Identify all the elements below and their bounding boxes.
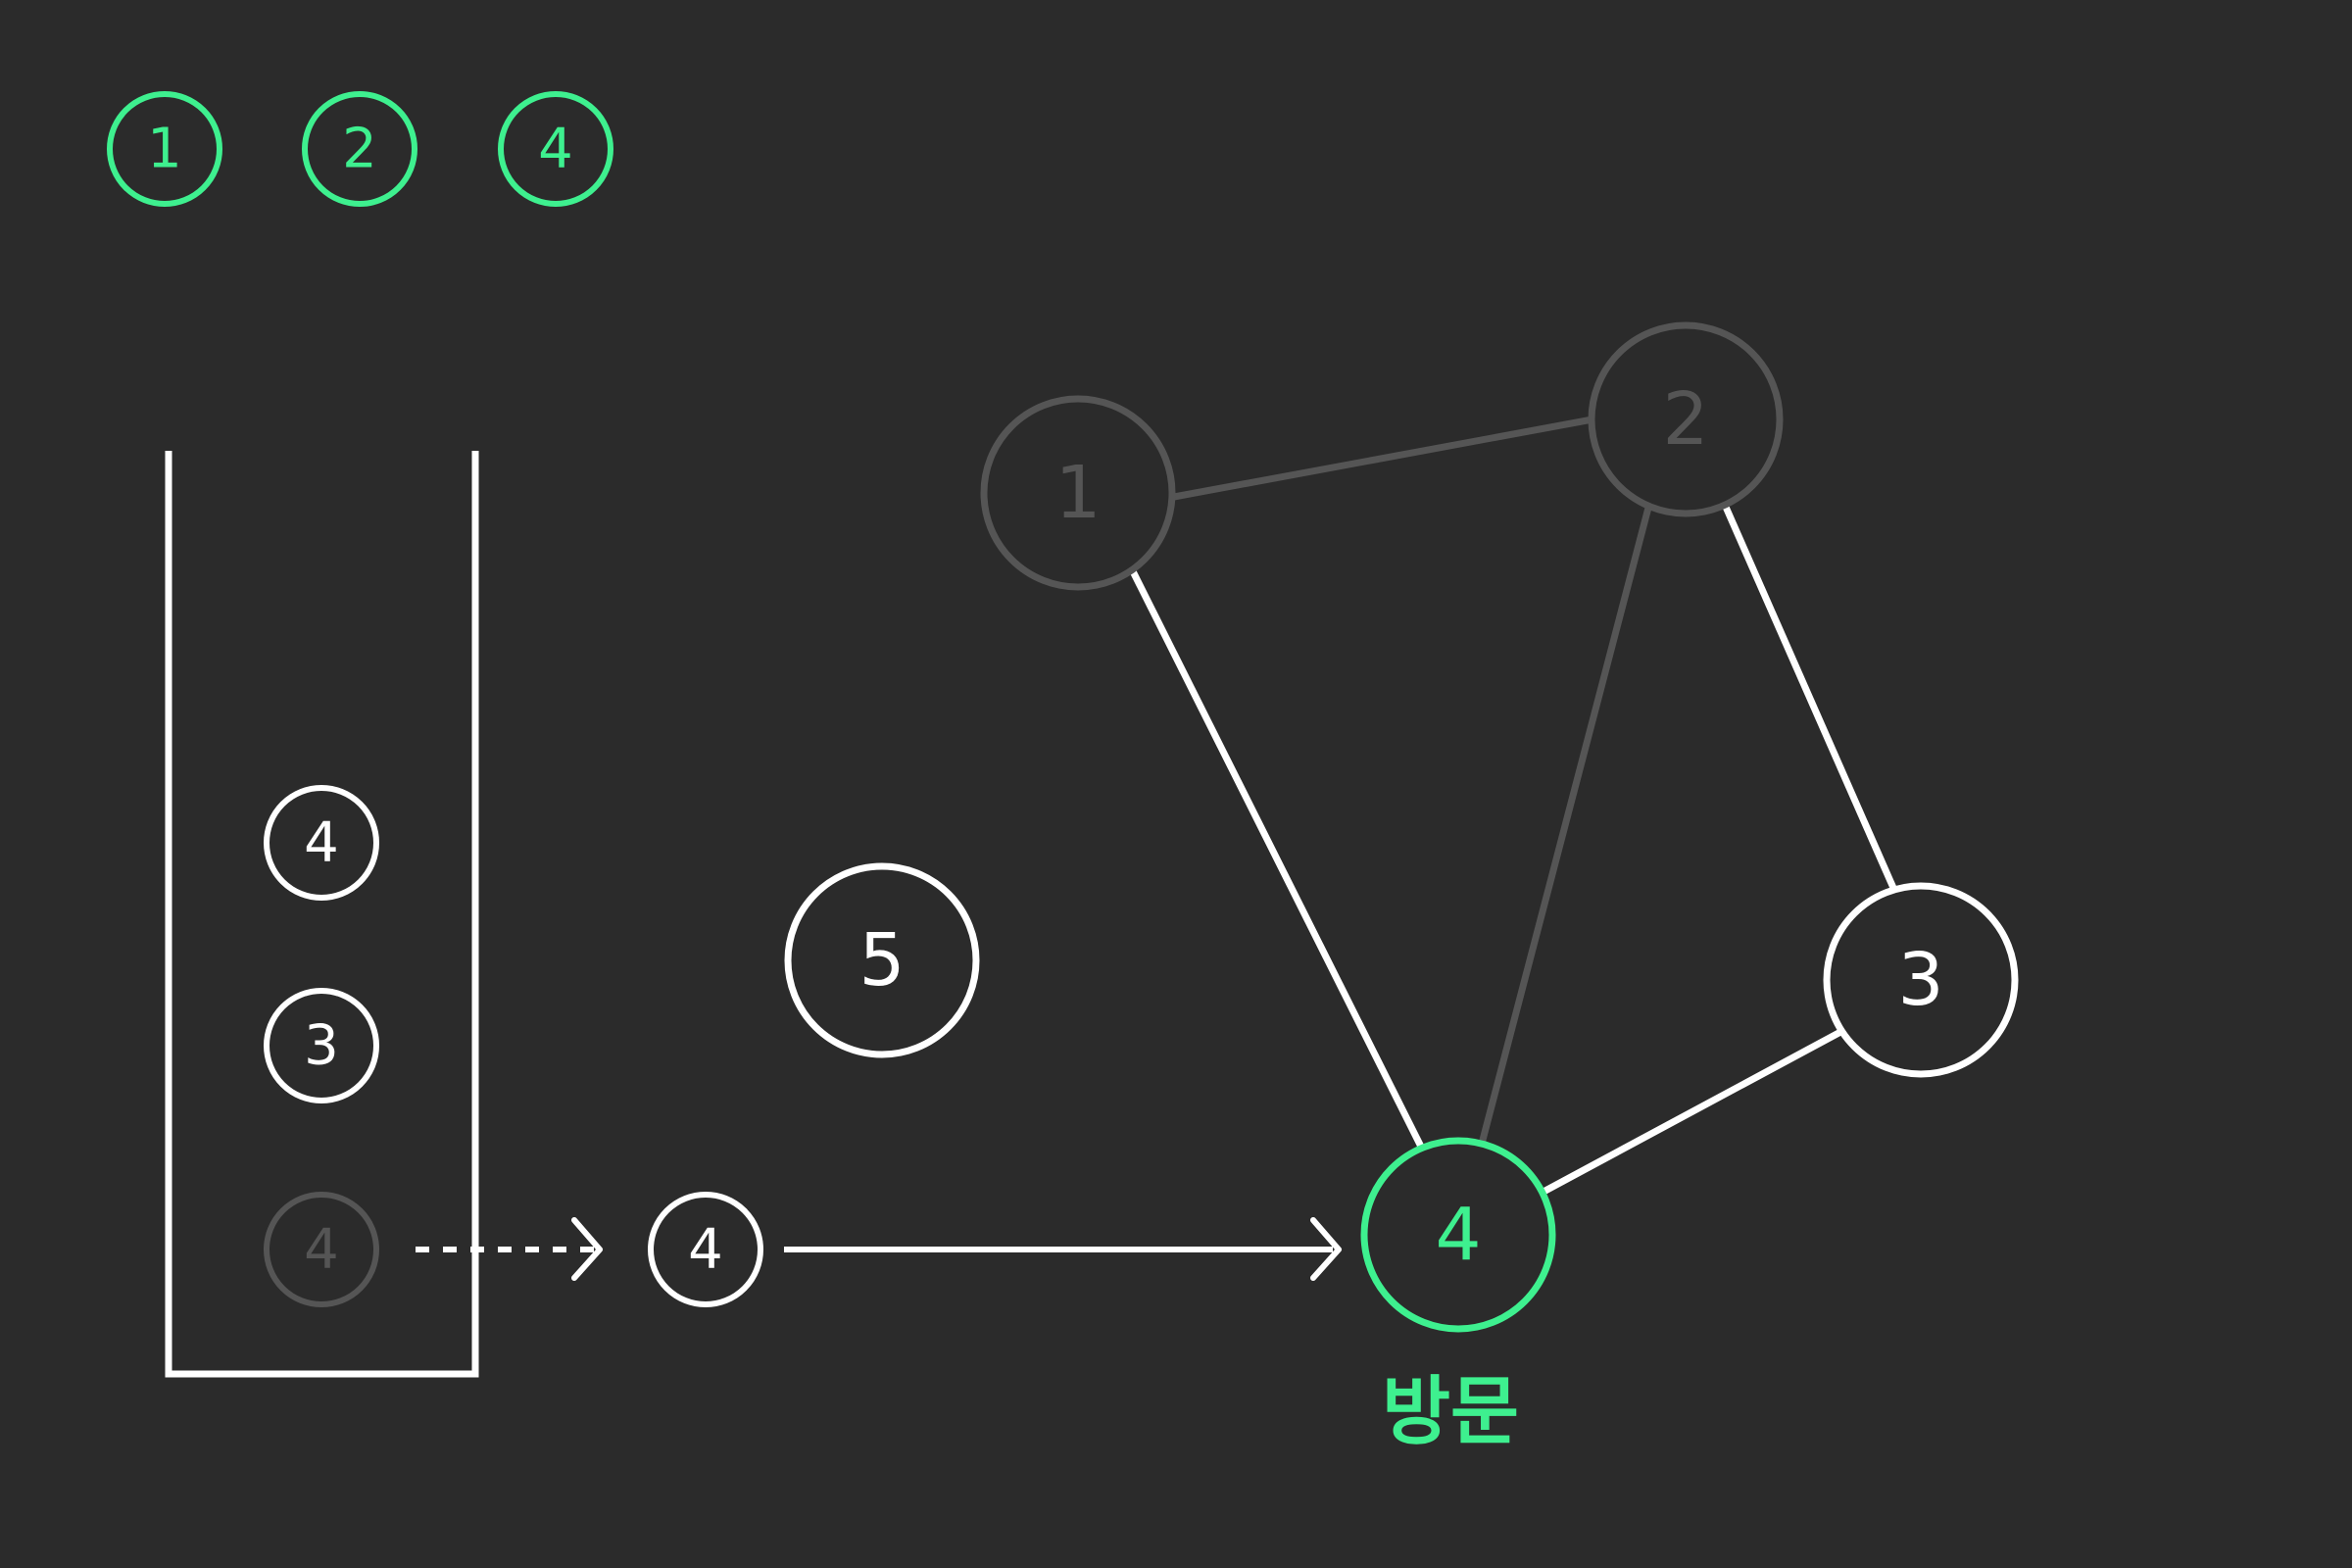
stack-item-circle	[264, 1192, 379, 1307]
isolated-node-label: 5	[858, 918, 905, 1003]
stack-item-label: 4	[304, 1218, 339, 1282]
visited-item-2: 2	[302, 91, 417, 207]
isolated-node-5: 5	[784, 862, 980, 1058]
visited-item-circle	[107, 91, 222, 207]
graph-node-3: 3	[1823, 882, 2019, 1078]
visited-item-circle	[302, 91, 417, 207]
isolated-node-circle	[784, 862, 980, 1058]
graph-node-4: 4	[1360, 1137, 1556, 1333]
visited-item-label: 2	[342, 118, 377, 181]
stack-item-middle: 3	[264, 988, 379, 1103]
stack-item-circle	[264, 988, 379, 1103]
graph-node-2: 2	[1588, 321, 1784, 517]
stack-item-popped: 4	[264, 1192, 379, 1307]
graph-node-label: 1	[1054, 451, 1101, 535]
visited-item-label: 1	[147, 118, 182, 181]
visit-arrow	[784, 1217, 1342, 1281]
visited-order-list: 1 2 4	[107, 91, 613, 207]
edge-2-4	[1478, 507, 1652, 1145]
stack-item-label: 4	[304, 811, 339, 875]
graph-node-label: 2	[1662, 377, 1708, 462]
visited-item-label: 4	[538, 118, 573, 181]
visited-item-3: 4	[498, 91, 613, 207]
graph-node-circle	[1823, 882, 2019, 1078]
graph-node-1: 1	[980, 395, 1176, 591]
popped-node-circle	[648, 1192, 763, 1307]
stack: 4 3 4	[165, 451, 479, 1378]
stack-item-label: 3	[304, 1014, 339, 1078]
graph-node-label: 4	[1435, 1193, 1481, 1277]
visited-item-circle	[498, 91, 613, 207]
edge-1-4	[1128, 567, 1425, 1149]
edge-3-4	[1542, 1027, 1844, 1196]
graph-node-circle	[1360, 1137, 1556, 1333]
graph-nodes: 1 2 3 4	[980, 321, 2019, 1333]
visited-item-1: 1	[107, 91, 222, 207]
graph-node-circle	[980, 395, 1176, 591]
visit-label: 방문	[1382, 1368, 1519, 1455]
edge-1-2	[1173, 416, 1593, 501]
stack-item-top: 4	[264, 785, 379, 901]
popped-node: 4	[648, 1192, 763, 1307]
pop-arrow	[416, 1217, 603, 1281]
graph-edges	[1128, 416, 1897, 1196]
edge-2-3	[1721, 503, 1897, 890]
pop-arrow-head	[571, 1217, 603, 1281]
graph-node-circle	[1588, 321, 1784, 517]
visit-arrow-head	[1310, 1217, 1342, 1281]
stack-container	[165, 451, 479, 1378]
stack-item-circle	[264, 785, 379, 901]
popped-node-label: 4	[688, 1218, 723, 1282]
graph-node-label: 3	[1897, 938, 1943, 1022]
